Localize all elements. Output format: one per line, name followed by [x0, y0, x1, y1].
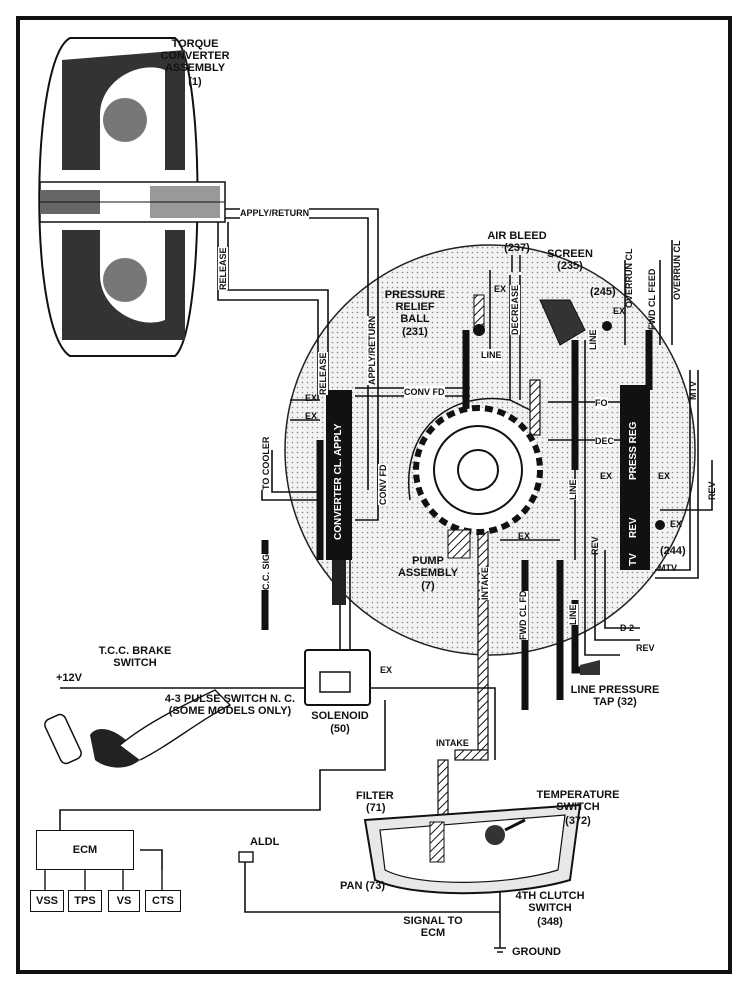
line-label-3: LINE [568, 479, 578, 500]
aldl-connector [238, 851, 254, 863]
ex-label-9: EX [380, 665, 393, 675]
fo-passage [529, 379, 541, 436]
sensor-cts: CTS [145, 890, 181, 912]
fwd-cl-fd-label: FWD CL FD [518, 590, 528, 640]
ex-label-4: EX [613, 306, 626, 316]
to-cooler-label: TO COOLER [261, 436, 271, 490]
intake-passage [477, 529, 489, 751]
ex-label-2: EX [305, 411, 318, 421]
outer-frame [16, 16, 732, 974]
ex-label-7: EX [670, 519, 683, 529]
ex-label-6: EX [658, 471, 671, 481]
line-pressure-tap-part [580, 660, 600, 675]
release-v1-label: RELEASE [218, 247, 228, 290]
ex-label-3: EX [494, 284, 507, 294]
d2-label: D 2 [620, 623, 635, 633]
ex-label-5: EX [600, 471, 613, 481]
pressure-relief-ball-label: PRESSURE RELIEF BALL [384, 289, 446, 325]
pump-gear [408, 397, 543, 559]
fourth-clutch-switch-ref: (348) [537, 916, 563, 928]
conv-fd-h-label: CONV FD [404, 386, 445, 398]
converter-apply-stem [332, 560, 346, 605]
air-bleed-part [511, 255, 521, 272]
line-label-1: LINE [481, 349, 502, 361]
apply-return-h-label: APPLY/RETURN [240, 207, 310, 219]
overrun-cl-2-label: OVERRUN CL [672, 240, 682, 300]
rev-label-1: REV [707, 481, 717, 500]
converter-apply-valve-label: CONVERTER CL. APPLY [333, 423, 344, 541]
torque-converter-ref: (1) [188, 76, 202, 88]
brake-pedal [44, 689, 232, 768]
dec-label: DEC [595, 435, 615, 447]
sensor-tps: TPS [68, 890, 102, 912]
line-label-2: LINE [588, 329, 598, 350]
line-pressure-tap-label: LINE PRESSURE TAP (32) [570, 684, 660, 708]
pressure-relief-ball-ref: (231) [402, 326, 428, 338]
mtv-label: MTV [658, 563, 677, 573]
release-v2-label: RELEASE [318, 352, 328, 395]
check-ball-244-label: (244) [660, 545, 686, 557]
check-ball-245 [602, 321, 612, 331]
ex-label-8: EX [518, 531, 531, 541]
supply-voltage-label: +12V [56, 672, 82, 684]
ex-label-1: EX [305, 393, 318, 403]
wiring [59, 687, 501, 938]
pump-assembly-label: PUMP ASSEMBLY [397, 555, 459, 579]
intake-to-filter [454, 749, 489, 761]
pump-assembly-ref: (7) [421, 580, 435, 592]
sensor-vss: VSS [30, 890, 64, 912]
conv-fd-v-label: CONV FD [378, 464, 388, 505]
check-ball-245-label: (245) [590, 286, 616, 298]
pulse-switch-label: 4-3 PULSE SWITCH N. C. (SOME MODELS ONLY… [164, 693, 296, 717]
ecm-wiring [44, 870, 163, 890]
filter-ref: (71) [366, 802, 386, 814]
solenoid-ref: (50) [330, 723, 350, 735]
aldl-label: ALDL [250, 836, 280, 848]
intake-vertical-label: INTAKE [480, 567, 490, 600]
overrun-cl-label: OVERRUN CL [624, 248, 634, 308]
screen-part [539, 299, 586, 346]
ground-label: GROUND [512, 946, 561, 958]
check-ball-244 [655, 520, 665, 530]
air-bleed-label: AIR BLEED [487, 230, 547, 242]
screen-label: SCREEN [547, 248, 593, 260]
ground-symbol [494, 938, 506, 953]
intake-label: INTAKE [436, 738, 469, 748]
line-label-4: LINE [568, 604, 578, 625]
fwd-cl-feed-label: FWD CL FEED [647, 268, 657, 330]
oil-pan [363, 803, 582, 895]
air-bleed-ref: (237) [504, 242, 530, 254]
solenoid-label: SOLENOID [311, 710, 369, 722]
torque-converter [38, 37, 226, 357]
fo-label: FO [595, 397, 608, 409]
tv-valve-label: TV [628, 553, 639, 566]
temperature-switch-ref: (372) [565, 815, 591, 827]
press-reg-valve-label: PRESS REG [628, 421, 639, 480]
rev-valve-label: REV [628, 517, 639, 538]
decrease-label: DECREASE [510, 284, 520, 335]
press-reg-valve [620, 385, 650, 570]
cc-sig-label: C.C. SIG [261, 553, 271, 590]
solenoid-coil [319, 671, 351, 693]
fourth-clutch-switch-label: 4TH CLUTCH SWITCH [515, 890, 585, 914]
rev-label-2: REV [590, 536, 600, 555]
tcc-brake-switch-label: T.C.C. BRAKE SWITCH [98, 645, 172, 669]
temperature-switch-label: TEMPERATURE SWITCH [536, 789, 620, 813]
sensor-vs: VS [108, 890, 140, 912]
converter-apply-valve [326, 390, 352, 560]
filter-label: FILTER [356, 790, 394, 802]
mtv-vertical-label: MTV [688, 381, 698, 400]
relief-ball [473, 324, 485, 336]
ecm-box: ECM [36, 830, 134, 870]
apply-return-v-label: APPLY/RETURN [367, 315, 377, 385]
torque-converter-label: TORQUE CONVERTER ASSEMBLY [160, 38, 230, 74]
pan-label: PAN (73) [340, 880, 386, 892]
signal-to-ecm-label: SIGNAL TO ECM [403, 915, 463, 939]
screen-ref: (235) [557, 260, 583, 272]
rev-label-3: REV [636, 643, 655, 653]
